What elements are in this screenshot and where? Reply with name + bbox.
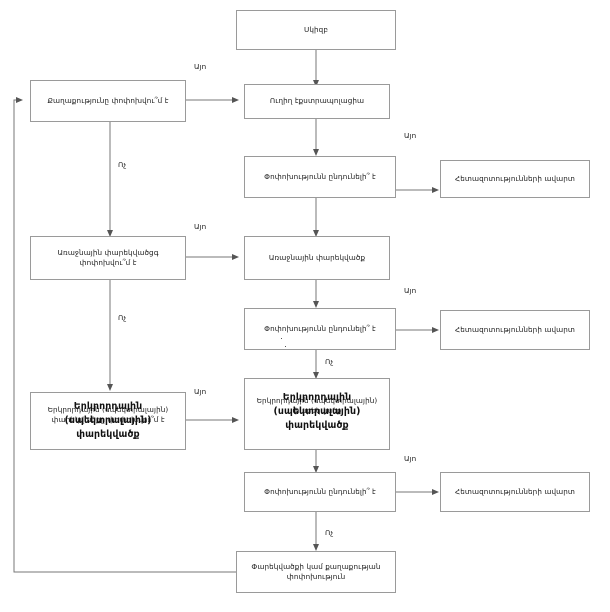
print-artifact-dot (281, 338, 282, 339)
node-research-end-2[interactable]: Հետազոտությունների ավարտ (440, 310, 590, 350)
node-primary-deviation-label: Առաջնային փարեկվածք (268, 252, 366, 262)
node-change-acceptable-2-label: Փոփոխությունն ընդունելի՞ է (264, 323, 376, 333)
node-primary-deviation[interactable]: Առաջնային փարեկվածք (244, 236, 390, 280)
print-artifact-dot (285, 346, 286, 347)
node-direct-extrapolation-label: Ուղիղ էքստրապոլացիա (269, 96, 365, 106)
node-change-acceptable-1-label: Փոփոխությունն ընդունելի՞ է (264, 171, 376, 181)
edge-label-no-accept-2: Ոչ (325, 357, 334, 366)
node-research-end-2-label: Հետազոտությունների ավարտ (454, 324, 575, 334)
node-start[interactable]: Սկիզբ (236, 10, 396, 50)
edge-label-yes-primary: Այո (194, 222, 207, 231)
node-secondary-deviation[interactable]: Երկրորդային (սպեկտրալային) փարեկվածք Երկ… (244, 378, 390, 450)
node-change-acceptable-3-label: Փոփոխությունն ընդունելի՞ է (264, 486, 376, 496)
node-research-end-1[interactable]: Հետազոտությունների ավարտ (440, 160, 590, 198)
edge-label-yes-accept-3: Այո (404, 454, 417, 463)
node-secondary-deviation-label: Երկրորդային (սպեկտրալային) փարեկվածք (256, 396, 378, 416)
node-final-change[interactable]: Փարեկվածքի կամ քաղաքության փոփոխություն (236, 551, 396, 593)
edge-label-yes-accept-2: Այո (404, 286, 417, 295)
node-secondary-deviation-overlay-label: Երկրորդային (սպեկտրալային) փարեկվածք (273, 392, 361, 432)
node-research-end-1-label: Հետազոտությունների ավարտ (454, 173, 575, 183)
edge-label-no-accept-3: Ոչ (325, 528, 334, 537)
node-research-end-3[interactable]: Հետազոտությունների ավարտ (440, 472, 590, 512)
node-research-end-3-label: Հետազոտությունների ավարտ (454, 486, 575, 496)
edge-label-yes-secondary: Այո (194, 387, 207, 396)
edge-label-no-policy: Ոչ (118, 160, 127, 169)
node-change-acceptable-1[interactable]: Փոփոխությունն ընդունելի՞ է (244, 156, 396, 198)
node-policy-change-question[interactable]: Քաղաքությունը փոփոխվու՞մ է (30, 80, 186, 122)
node-policy-change-question-label: Քաղաքությունը փոփոխվու՞մ է (47, 95, 169, 105)
node-final-change-label: Փարեկվածքի կամ քաղաքության փոփոխություն (251, 561, 381, 581)
edge-label-no-primary: Ոչ (118, 313, 127, 322)
edge-label-yes-top: Այո (194, 62, 207, 71)
node-change-acceptable-2[interactable]: Փոփոխությունն ընդունելի՞ է (244, 308, 396, 350)
node-change-acceptable-3[interactable]: Փոփոխությունն ընդունելի՞ է (244, 472, 396, 512)
node-direct-extrapolation[interactable]: Ուղիղ էքստրապոլացիա (244, 84, 390, 119)
node-secondary-deviation-question[interactable]: Երկրորդային (սպեկտրալային) փարեկվածքը փո… (30, 392, 186, 450)
edge-label-yes-accept-1: Այո (404, 131, 417, 140)
node-secondary-deviation-question-overlay-label: Երկրորդային (սպեկտրալային) փարեկվածք (64, 401, 152, 441)
node-primary-deviation-question-label: Առաջնային փարեկվածցգ փոփոխվու՞մ է (57, 247, 159, 267)
node-start-label: Սկիզբ (304, 24, 328, 34)
node-secondary-deviation-question-label: Երկրորդային (սպեկտրալային) փարեկվածքը փո… (47, 405, 169, 425)
node-primary-deviation-question[interactable]: Առաջնային փարեկվածցգ փոփոխվու՞մ է (30, 236, 186, 280)
